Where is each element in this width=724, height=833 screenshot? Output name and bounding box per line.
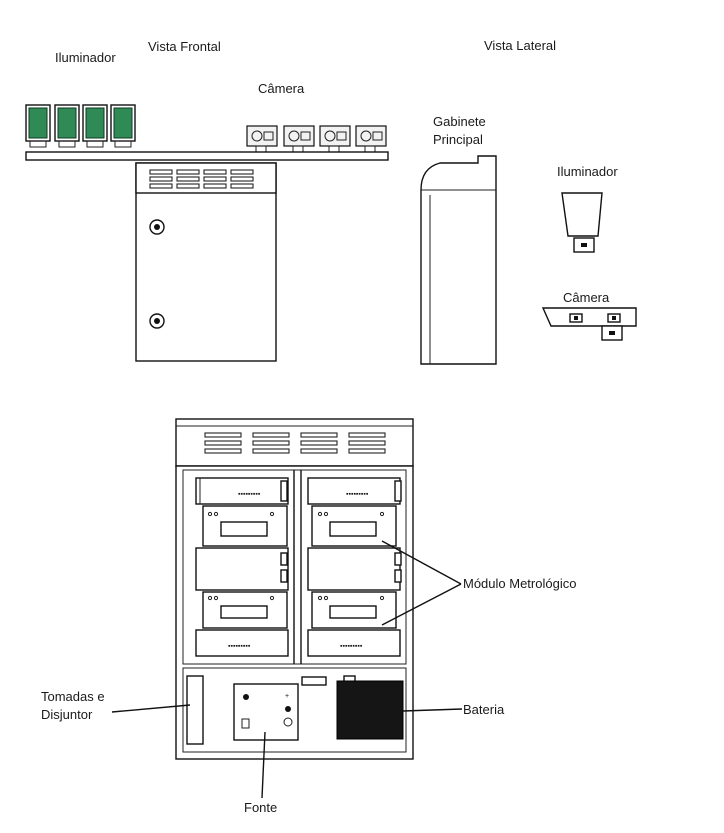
vent-louver-icon [149,169,254,189]
camera-icon [246,125,278,155]
side-camera [541,307,637,341]
label-camera-front: Câmera [258,81,305,96]
label-camera-side: Câmera [563,290,610,305]
front-cameras [246,125,387,155]
camera-icon [319,125,351,155]
svg-text:▪▪▪▪▪▪▪▪▪: ▪▪▪▪▪▪▪▪▪ [340,643,363,650]
illuminator-4 [110,104,136,148]
front-cabinet [135,162,277,362]
svg-text:▪▪▪▪▪▪▪▪▪: ▪▪▪▪▪▪▪▪▪ [238,491,261,498]
round-lock-icon [149,313,165,329]
label-main-cabinet-1: Gabinete [433,114,486,129]
battery [336,675,404,740]
power-supply: + [233,683,299,741]
illuminator-2 [54,104,80,148]
svg-text:▪▪▪▪▪▪▪▪▪: ▪▪▪▪▪▪▪▪▪ [346,491,369,498]
rack-right: ▪▪▪▪▪▪▪▪▪ ▪▪▪▪▪▪▪▪▪ [307,477,402,657]
front-illuminators [25,104,136,148]
side-illuminator [561,192,603,253]
illuminator-1 [25,104,51,148]
vent-louver-icon [204,432,386,454]
label-front-view: Vista Frontal [148,39,221,54]
label-main-cabinet-2: Principal [433,132,483,147]
illuminator-3 [82,104,108,148]
label-battery: Bateria [463,702,505,717]
label-illuminator-front: Iluminador [55,50,116,65]
round-lock-icon [149,219,165,235]
label-outlets-2: Disjuntor [41,707,93,722]
label-metrology-module: Módulo Metrológico [463,576,576,591]
camera-icon [283,125,315,155]
svg-text:+: + [285,693,289,700]
camera-icon [569,313,583,323]
leader-lines [111,540,463,799]
outlets-breaker [186,675,204,745]
rack-left: ▪▪▪▪▪▪▪▪▪ ▪▪▪▪▪▪▪▪▪ [195,477,289,657]
label-illuminator-side: Iluminador [557,164,618,179]
mounting-beam [25,151,389,161]
label-power-supply: Fonte [244,800,277,815]
label-outlets-1: Tomadas e [41,689,105,704]
front-view: Iluminador Vista Frontal Câmera [25,39,389,362]
camera-icon [355,125,387,155]
label-side-view: Vista Lateral [484,38,556,53]
svg-text:▪▪▪▪▪▪▪▪▪: ▪▪▪▪▪▪▪▪▪ [228,643,251,650]
camera-icon [607,313,621,323]
side-cabinet [420,155,497,365]
open-cabinet: ▪▪▪▪▪▪▪▪▪ ▪▪▪▪▪▪▪▪▪ ▪▪▪▪▪▪▪▪▪ [175,418,414,760]
vent-label [301,676,327,686]
side-view: Vista Lateral Gabinete Principal Ilumina… [420,38,637,365]
